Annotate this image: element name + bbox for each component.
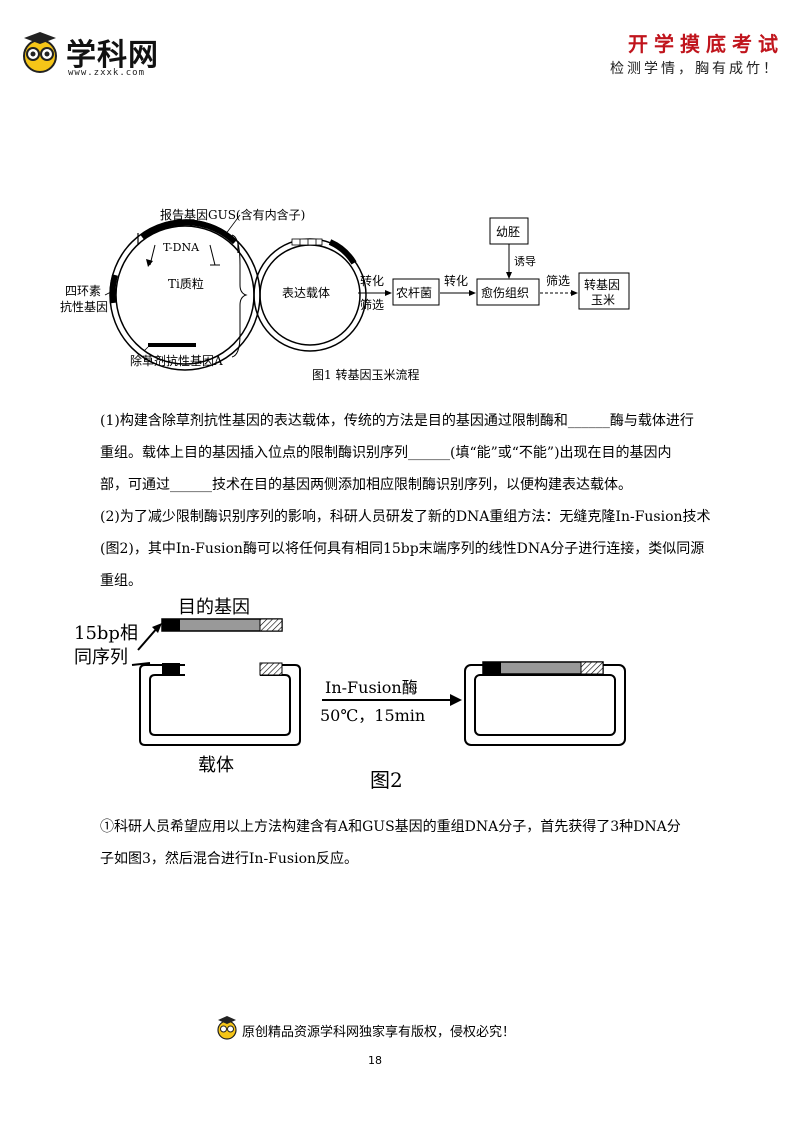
logo-url: www.zxxk.com [68,68,146,78]
label-agro: 农杆菌 [396,286,432,300]
q1-line-2: 重组。载体上目的基因插入位点的限制酶识别序列______(填“能”或“不能”)出… [100,445,672,461]
label-herbicide: 除草剂抗性基因A [130,353,223,368]
vector-open [139,664,301,746]
box-agro [392,278,440,306]
label-vector-2: 载体 [198,755,234,776]
q2-line-3: 重组。 [100,573,142,589]
slogan-sub: 检测学情，胸有成竹！ [610,61,780,77]
label-15bp-2: 同序列 [74,647,128,668]
figure-1-diagram: 报告基因GUS(含有内含子) T-DNA Ti质粒 四环素 抗性基因 除草剂抗性… [60,207,630,371]
logo-owl-icon [23,32,57,73]
label-tetra-2: 抗性基因 [60,299,108,314]
figure-1-caption: 图1 转基因玉米流程 [312,368,420,382]
q3-line-1: ①科研人员希望应用以上方法构建含有A和GUS基因的重组DNA分子，首先获得了3种… [100,819,681,835]
label-tdna: T-DNA [163,241,200,254]
vector-closed-outer [464,664,626,746]
tetra-segment [109,274,118,304]
label-screen-2: 筛选 [546,273,570,288]
label-corn-2: 玉米 [591,293,615,307]
footer-owl-icon [217,1016,237,1040]
slogan-main: 开学摸底考试 [628,32,784,56]
vector-closed-inner [474,674,616,736]
header: 学科网 www.zxxk.com 开学摸底考试 检测学情，胸有成竹！ [0,0,800,90]
label-gus: 报告基因GUS(含有内含子) [160,207,305,222]
label-tetra-1: 四环素 [65,284,101,298]
label-transform-2: 转化 [444,273,468,288]
figure-2-caption: 图2 [370,768,403,792]
label-enzyme: In-Fusion酶 [325,678,418,697]
q2-line-2: (图2)，其中In-Fusion酶可以将任何具有相同15bp末端序列的线性DNA… [100,541,705,557]
footer-copyright: 原创精品资源学科网独家享有版权，侵权必究！ [242,1025,516,1040]
box-callus [476,278,540,306]
label-screen-1: 筛选 [360,297,384,312]
bracket [231,234,248,358]
q1-line-3: 部，可通过______技术在目的基因两侧添加相应限制酶识别序列，以便构建表达载体… [100,477,632,493]
label-transform-1: 转化 [360,273,384,288]
q3-line-2: 子如图3，然后混合进行In-Fusion反应。 [100,851,359,867]
label-gene: 目的基因 [178,597,250,618]
label-condition: 50℃，15min [320,706,425,725]
q2-line-1: (2)为了减少限制酶识别序列的影响，科研人员研发了新的DNA重组方法：无缝克隆I… [100,509,711,525]
box-corn [578,272,630,310]
page-number: 18 [368,1054,382,1067]
label-embryo: 幼胚 [496,225,520,239]
q1-line-1: (1)构建含除草剂抗性基因的表达载体，传统的方法是目的基因通过限制酶和_____… [100,413,694,429]
label-induce: 诱导 [514,255,536,268]
herbicide-gene-bar [148,343,196,347]
label-vector: 表达载体 [282,286,330,300]
label-15bp-1: 15bp相 [74,623,138,644]
label-corn-1: 转基因 [584,277,620,292]
label-ti: Ti质粒 [168,276,204,291]
label-callus: 愈伤组织 [481,285,529,300]
logo-text: 学科网 [66,38,159,73]
figure-2-diagram: 目的基因 15bp相 同序列 载体 In-Fusion酶 50℃，15min 图… [74,597,626,792]
